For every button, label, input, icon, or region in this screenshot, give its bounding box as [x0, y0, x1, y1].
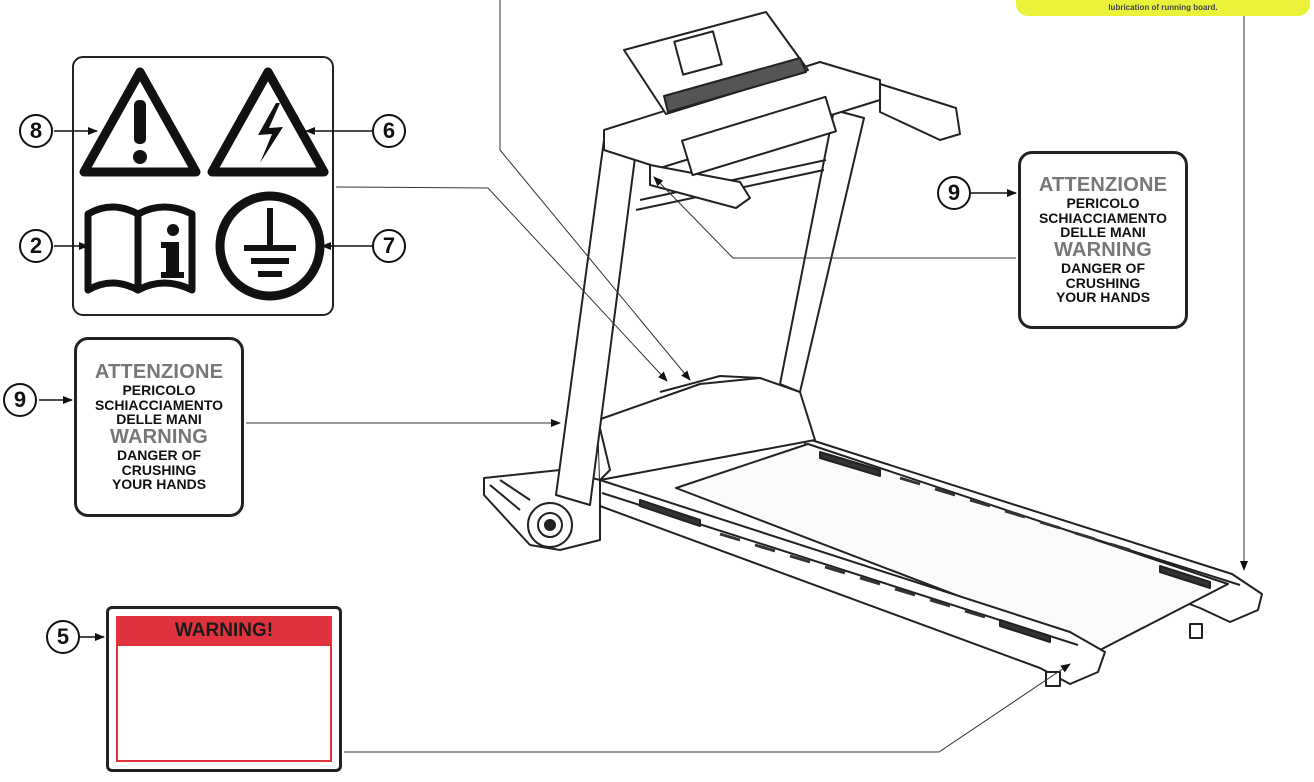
lubrication-note: lubrication of running board. [1016, 0, 1310, 16]
label-line3-en: YOUR HANDS [111, 476, 207, 493]
electric-hazard-icon [207, 67, 329, 177]
label-line2-en: CRUSHING [121, 461, 197, 478]
read-manual-icon [84, 203, 196, 294]
label-line2-it: SCHIACCIAMENTO [94, 396, 224, 413]
pointer-lines [246, 0, 1248, 753]
label-line2-it: SCHIACCIAMENTO [1038, 209, 1168, 226]
callout-8: 8 [19, 114, 53, 148]
label-line1-it: PERICOLO [1066, 194, 1140, 211]
ground-earth-icon [215, 191, 325, 301]
label-title-en: WARNING [109, 426, 209, 448]
label-title-it: ATTENZIONE [1038, 173, 1168, 196]
callout-2: 2 [19, 229, 53, 263]
callout-7: 7 [372, 229, 406, 263]
label-line1-en: DANGER OF [1061, 260, 1145, 276]
crush-warning-label-right: ATTENZIONE PERICOLO SCHIACCIAMENTO DELLE… [1018, 151, 1188, 329]
label-title-en: WARNING [1053, 239, 1153, 261]
crush-warning-label-left: ATTENZIONE PERICOLO SCHIACCIAMENTO DELLE… [74, 337, 244, 517]
callout-9-left: 9 [3, 383, 37, 417]
belt-warning-header: WARNING! [116, 616, 332, 646]
label-title-it: ATTENZIONE [94, 360, 224, 383]
label-line3-it: DELLE MANI [1060, 224, 1146, 241]
label-line1-en: DANGER OF [117, 447, 201, 463]
warning-exclamation-icon [79, 67, 201, 177]
belt-warning-frame [116, 646, 332, 762]
callout-6: 6 [372, 114, 406, 148]
callout-5: 5 [46, 620, 80, 654]
label-line2-en: CRUSHING [1065, 274, 1141, 291]
callout-9-right: 9 [937, 176, 971, 210]
treadmill-drawing [483, 11, 1263, 687]
label-line3-en: YOUR HANDS [1055, 289, 1151, 306]
label-line1-it: PERICOLO [122, 381, 196, 398]
belt-warning-sign: WARNING! [106, 606, 342, 772]
label-line3-it: DELLE MANI [116, 411, 202, 428]
